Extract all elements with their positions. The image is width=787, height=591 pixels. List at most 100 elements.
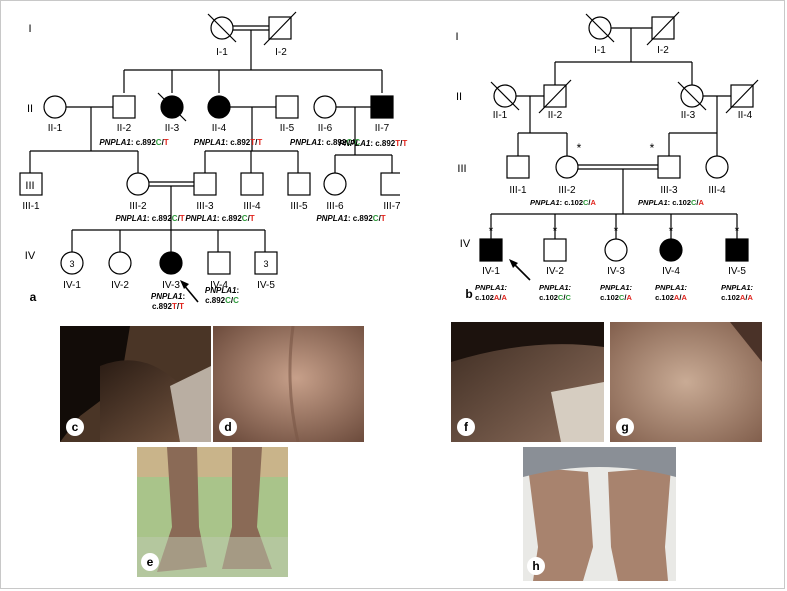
generation-label: I bbox=[455, 31, 458, 43]
individual-IV-5-symbol bbox=[725, 238, 749, 262]
sibling-count: 3 bbox=[69, 259, 74, 269]
genotype-label: PNPLA1: bbox=[475, 283, 508, 292]
individual-III-4-symbol bbox=[240, 172, 264, 196]
photo-d-back: d bbox=[213, 326, 364, 442]
photo-h-hands: h bbox=[523, 447, 676, 581]
individual-label: III-1 bbox=[22, 201, 40, 212]
photo-e-feet: e bbox=[137, 447, 288, 577]
pedigree-panel-a: I II III IV I-1 I-2 II-1 II-2 II-3 II-4 … bbox=[19, 11, 400, 310]
deceased-slash bbox=[207, 13, 237, 43]
individual-label: II-3 bbox=[681, 110, 696, 121]
proband-arrow bbox=[180, 280, 199, 303]
photo-label: e bbox=[141, 553, 159, 571]
individual-II-7-symbol bbox=[370, 95, 394, 119]
individual-III-1-symbol bbox=[506, 155, 530, 179]
individual-III-2-symbol bbox=[555, 155, 579, 179]
genotype-label: c.102C/C bbox=[539, 293, 571, 302]
individual-label: IV-1 bbox=[482, 266, 500, 277]
individual-label: II-2 bbox=[548, 110, 563, 121]
individual-IV-3-symbol bbox=[159, 251, 183, 275]
individual-label: IV-5 bbox=[257, 280, 275, 291]
generation-label: II bbox=[456, 91, 462, 103]
carrier-star: * bbox=[553, 224, 558, 238]
photo-label: f bbox=[457, 418, 475, 436]
deceased-slash bbox=[490, 81, 520, 111]
individual-label: II-4 bbox=[738, 110, 753, 121]
sibling-count: 3 bbox=[263, 259, 268, 269]
individual-III-4-symbol bbox=[705, 155, 729, 179]
individual-label: III-5 bbox=[290, 201, 308, 212]
genotype-label: c.102A/A bbox=[475, 293, 507, 302]
individual-IV-3-symbol bbox=[604, 238, 628, 262]
individual-label: I-1 bbox=[216, 47, 228, 58]
genotype-label: PNPLA1: c.102C/A bbox=[530, 198, 596, 207]
individual-label: III-2 bbox=[129, 201, 147, 212]
deceased-slash bbox=[646, 11, 680, 46]
deceased-slash bbox=[263, 11, 297, 46]
individual-IV-1-symbol bbox=[60, 251, 84, 275]
individual-label: III-1 bbox=[509, 185, 527, 196]
photo-c-neck: c bbox=[60, 326, 211, 442]
individual-label: III-6 bbox=[326, 201, 344, 212]
panel-label: a bbox=[30, 290, 37, 304]
individual-II-4-symbol bbox=[207, 95, 231, 119]
individual-IV-5-symbol bbox=[254, 251, 278, 275]
panel-label: b bbox=[465, 287, 472, 301]
generation-label: III bbox=[25, 180, 34, 192]
generation-label: IV bbox=[460, 238, 471, 250]
individual-II-2-symbol bbox=[112, 95, 136, 119]
individual-label: IV-1 bbox=[63, 280, 81, 291]
individual-label: IV-3 bbox=[607, 266, 625, 277]
genotype-label: PNPLA1: bbox=[600, 283, 633, 292]
individual-IV-2-symbol bbox=[108, 251, 132, 275]
individual-label: II-7 bbox=[375, 123, 390, 134]
carrier-star: * bbox=[614, 224, 619, 238]
individual-III-2-symbol bbox=[126, 172, 150, 196]
individual-label: IV-4 bbox=[662, 266, 680, 277]
deceased-slash bbox=[725, 79, 759, 114]
individual-III-5-symbol bbox=[287, 172, 311, 196]
genotype-label: PNPLA1: c.892C/T bbox=[185, 214, 254, 223]
individual-label: I-1 bbox=[594, 45, 606, 56]
individual-label: II-1 bbox=[48, 123, 63, 134]
individual-IV-4-symbol bbox=[207, 251, 231, 275]
individual-III-3-symbol bbox=[193, 172, 217, 196]
photo-f-neck: f bbox=[451, 322, 604, 442]
photo-label: c bbox=[66, 418, 84, 436]
individual-label: IV-2 bbox=[111, 280, 129, 291]
individual-label: II-4 bbox=[212, 123, 227, 134]
individual-II-5-symbol bbox=[275, 95, 299, 119]
genotype-label: PNPLA1: c.892C/T bbox=[316, 214, 385, 223]
individual-label: II-2 bbox=[117, 123, 132, 134]
genotype-label: c.102A/A bbox=[721, 293, 753, 302]
individual-IV-2-symbol bbox=[543, 238, 567, 262]
genotype-label: PNPLA1: c.102C/A bbox=[638, 198, 704, 207]
individual-III-6-symbol bbox=[323, 172, 347, 196]
individual-III-3-symbol bbox=[657, 155, 681, 179]
individual-III-7-symbol bbox=[380, 172, 400, 196]
genotype-II-7: PNPLA1: c.892T/T bbox=[339, 139, 408, 148]
individual-label: II-6 bbox=[318, 123, 333, 134]
genotype-label: PNPLA1: bbox=[205, 286, 239, 295]
individual-label: III-7 bbox=[383, 201, 400, 212]
individual-label: II-1 bbox=[493, 110, 508, 121]
deceased-slash bbox=[677, 81, 707, 111]
genotype-label: PNPLA1: bbox=[151, 292, 185, 301]
individual-label: IV-2 bbox=[546, 266, 564, 277]
photo-label: h bbox=[527, 557, 545, 575]
individual-III-1-symbol bbox=[19, 172, 43, 196]
individual-II-6-symbol bbox=[313, 95, 337, 119]
genotype-label: c.892T/T bbox=[152, 302, 184, 310]
generation-label: II bbox=[27, 103, 33, 115]
photo-label: g bbox=[616, 418, 634, 436]
carrier-star: * bbox=[650, 141, 655, 155]
deceased-slash bbox=[585, 13, 615, 43]
generation-label: IV bbox=[25, 250, 36, 262]
genotype-label: c.102C/A bbox=[600, 293, 632, 302]
individual-label: III-3 bbox=[196, 201, 214, 212]
genotype-label: PNPLA1: c.892C/C bbox=[290, 138, 360, 147]
individual-label: III-4 bbox=[708, 185, 726, 196]
individual-label: III-4 bbox=[243, 201, 261, 212]
genotype-label: PNPLA1: bbox=[539, 283, 572, 292]
